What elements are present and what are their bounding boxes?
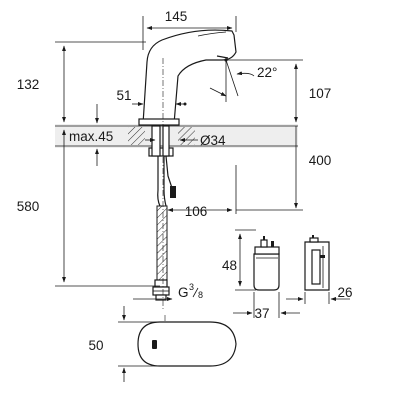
connection-hose — [152, 155, 176, 301]
faucet-top-view — [137, 321, 237, 367]
dim-box-height: 48 — [222, 258, 237, 273]
dim-box-side-width: 26 — [337, 285, 352, 300]
dim-max-thickness: max.45 — [69, 129, 113, 144]
dim-base-width: 50 — [88, 338, 103, 353]
dim-box-depth: 400 — [309, 153, 332, 168]
dimension-lines — [55, 16, 350, 382]
dim-box-offset: 106 — [185, 204, 208, 219]
dim-spout-offset: 51 — [116, 88, 131, 103]
dim-thread: G 3 8 — [178, 282, 203, 300]
dim-thread-denominator: 8 — [198, 290, 203, 300]
dim-thread-numerator: 3 — [189, 282, 194, 292]
dim-hose-length: 580 — [17, 199, 40, 214]
dim-box-width: 37 — [254, 306, 269, 321]
electronic-box-front — [253, 236, 280, 291]
dimension-labels: 145 22° 132 107 51 max.45 Ø34 400 580 10… — [17, 9, 353, 353]
dim-spout-angle: 22° — [257, 65, 277, 80]
dim-spout-height: 107 — [309, 86, 332, 101]
dim-spout-width: 145 — [165, 9, 188, 24]
dim-total-height-above: 132 — [17, 77, 40, 92]
electronic-box-side — [304, 235, 330, 291]
faucet-spout — [138, 29, 237, 126]
countertop — [55, 124, 298, 148]
dim-thread-prefix: G — [178, 285, 189, 300]
dim-hole-diameter: Ø34 — [200, 133, 226, 148]
